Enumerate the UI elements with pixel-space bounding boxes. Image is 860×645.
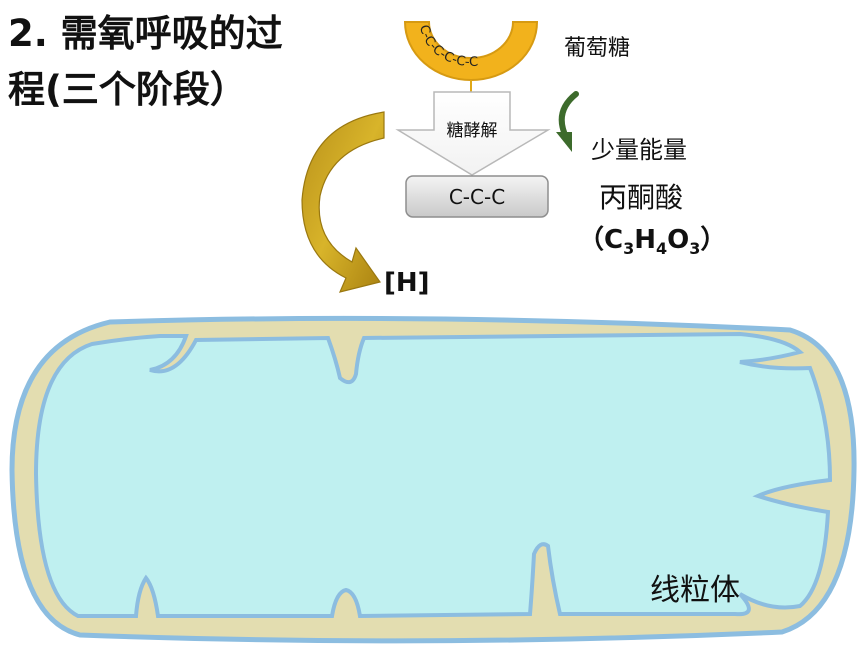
pyruvate-box-shape: [405, 175, 549, 218]
pyruvate-box: C-C-C: [405, 175, 549, 218]
glycolysis-arrow: 糖酵解: [395, 91, 551, 176]
energy-label: 少量能量: [591, 136, 687, 164]
title-line-1: 2. 需氧呼吸的过: [8, 12, 283, 55]
glycolysis-label: 糖酵解: [447, 121, 498, 141]
mitochondrion: 线粒体: [9, 315, 857, 644]
glucose-ring: [403, 21, 539, 81]
hydrogen-arrow-shape: [301, 111, 385, 293]
hydrogen-arrow: [H]: [301, 111, 430, 298]
energy-arrow-curve: [558, 91, 579, 135]
glucose-molecule: C-C-C-C-C-C 葡萄糖: [403, 21, 630, 92]
slide-title: 2. 需氧呼吸的过 程(三个阶段）: [8, 6, 318, 118]
mitochondrion-label: 线粒体: [650, 573, 740, 608]
title-line-2: 程(三个阶段）: [8, 68, 247, 111]
hydrogen-label: [H]: [384, 268, 430, 298]
pyruvate-name: 丙酮酸: [599, 181, 683, 214]
mitochondrion-matrix: [33, 331, 833, 619]
energy-arrow-head: [556, 132, 572, 152]
glycolysis-arrow-shape: [395, 91, 551, 176]
energy-arrow: 少量能量: [556, 91, 687, 164]
pyruvate-box-text: C-C-C: [449, 185, 505, 209]
pyruvate-formula: （C3H4O3）: [578, 225, 726, 258]
glucose-label: 葡萄糖: [564, 36, 630, 61]
